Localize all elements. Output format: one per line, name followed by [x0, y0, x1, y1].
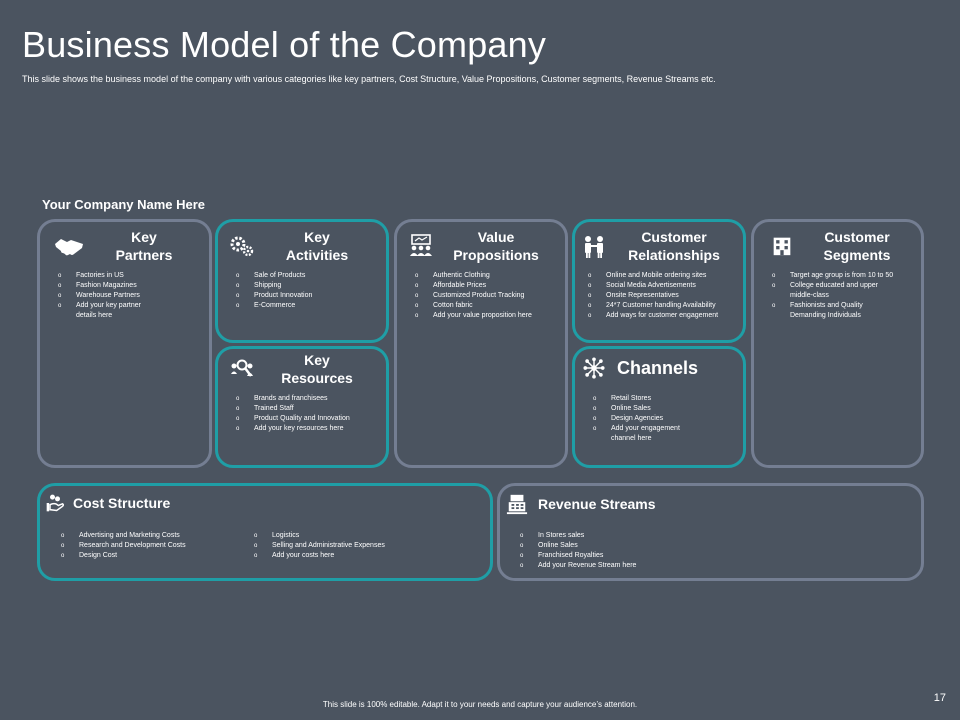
list-item: Affordable Prices [415, 281, 565, 291]
list-item: Franchised Royalties [520, 551, 720, 561]
people-search-icon [230, 357, 254, 381]
handshake-icon [54, 235, 84, 257]
list-item: Fashion Magazines [58, 281, 158, 291]
list-item: Fashionists and Quality Demanding Indivi… [772, 301, 894, 321]
list-item: Add your key partner details here [58, 301, 158, 321]
key-partners-list: Factories in US Fashion Magazines Wareho… [58, 271, 158, 321]
list-item: Logistics [254, 531, 454, 541]
list-item: Factories in US [58, 271, 158, 281]
revenue-streams-header: Revenue Streams [506, 493, 756, 515]
customer-segments-title-line1: Customer [824, 229, 890, 245]
revenue-streams-card [497, 483, 924, 581]
list-item: Cotton fabric [415, 301, 565, 311]
list-item: Product Quality and Innovation [236, 414, 381, 424]
value-propositions-title-line1: Value [477, 229, 515, 245]
list-item: Add your value proposition here [415, 311, 565, 321]
list-item: Online Sales [593, 404, 703, 414]
cost-structure-list-col2: Logistics Selling and Administrative Exp… [254, 531, 454, 561]
cash-register-icon [506, 493, 528, 515]
team-presentation-icon [409, 234, 433, 258]
list-item: Add your Revenue Stream here [520, 561, 720, 571]
channels-header: Channels [583, 357, 733, 379]
gears-icon [230, 234, 254, 258]
channels-title: Channels [617, 358, 699, 378]
cost-structure-title: Cost Structure [73, 495, 171, 511]
list-item: E-Commerce [236, 301, 376, 311]
list-item: Add your costs here [254, 551, 454, 561]
customer-relationships-title-line2: Relationships [628, 247, 720, 263]
key-partners-card [37, 219, 212, 468]
list-item: Add your engagement channel here [593, 424, 703, 444]
key-resources-title-line1: Key [304, 352, 330, 368]
customer-segments-list: Target age group is from 10 to 50 Colleg… [772, 271, 894, 321]
customer-relationships-title-line1: Customer [641, 229, 707, 245]
key-resources-header: Key Resources [230, 351, 380, 387]
list-item: Trained Staff [236, 404, 381, 414]
cost-structure-header: Cost Structure [45, 493, 295, 513]
list-item: Design Agencies [593, 414, 703, 424]
two-people-icon [582, 234, 606, 258]
list-item: Shipping [236, 281, 376, 291]
list-item: 24*7 Customer handling Availability [588, 301, 743, 311]
list-item: Sale of Products [236, 271, 376, 281]
key-activities-title-line2: Activities [285, 247, 349, 263]
list-item: Product Innovation [236, 291, 376, 301]
list-item: Target age group is from 10 to 50 [772, 271, 894, 281]
channels-list: Retail Stores Online Sales Design Agenci… [593, 394, 703, 444]
key-partners-title-line1: Key [131, 229, 157, 245]
value-propositions-header: Value Propositions [409, 228, 559, 264]
key-resources-list: Brands and franchisees Trained Staff Pro… [236, 394, 381, 434]
channels-card [572, 346, 746, 468]
hand-coins-icon [45, 493, 65, 513]
list-item: Add ways for customer engagement [588, 311, 743, 321]
slide-subtitle: This slide shows the business model of t… [22, 74, 716, 84]
footer-note: This slide is 100% editable. Adapt it to… [322, 700, 638, 709]
list-item: Selling and Administrative Expenses [254, 541, 454, 551]
key-partners-title-line2: Partners [115, 247, 173, 263]
value-propositions-card [394, 219, 568, 468]
customer-segments-header: Customer Segments [772, 228, 922, 264]
list-item: Brands and franchisees [236, 394, 381, 404]
list-item: Social Media Advertisements [588, 281, 743, 291]
cost-structure-card [37, 483, 493, 581]
customer-relationships-header: Customer Relationships [582, 228, 742, 264]
revenue-streams-title: Revenue Streams [538, 496, 656, 512]
slide-title: Business Model of the Company [22, 24, 547, 65]
key-activities-header: Key Activities [230, 228, 380, 264]
list-item: Onsite Representatives [588, 291, 743, 301]
list-item: Add your key resources here [236, 424, 381, 434]
customer-relationships-card [572, 219, 746, 343]
network-icon [583, 357, 605, 379]
building-icon [772, 236, 792, 256]
key-partners-header: Key Partners [54, 228, 204, 264]
key-activities-title-line1: Key [304, 229, 330, 245]
list-item: Online Sales [520, 541, 720, 551]
page-number: 17 [933, 692, 946, 704]
cost-structure-list-col1: Advertising and Marketing Costs Research… [61, 531, 241, 561]
key-activities-card [215, 219, 389, 343]
list-item: Retail Stores [593, 394, 703, 404]
customer-relationships-list: Online and Mobile ordering sites Social … [588, 271, 743, 321]
key-activities-list: Sale of Products Shipping Product Innova… [236, 271, 376, 311]
key-resources-title-line2: Resources [281, 370, 353, 386]
list-item: Advertising and Marketing Costs [61, 531, 241, 541]
list-item: Design Cost [61, 551, 241, 561]
list-item: Customized Product Tracking [415, 291, 565, 301]
key-resources-card [215, 346, 389, 468]
revenue-streams-list: In Stores sales Online Sales Franchised … [520, 531, 720, 571]
customer-segments-card [751, 219, 924, 468]
customer-segments-title-line2: Segments [823, 247, 891, 263]
list-item: Authentic Clothing [415, 271, 565, 281]
list-item: College educated and upper middle-class [772, 281, 894, 301]
list-item: Warehouse Partners [58, 291, 158, 301]
list-item: Research and Development Costs [61, 541, 241, 551]
list-item: In Stores sales [520, 531, 720, 541]
value-propositions-title-line2: Propositions [453, 247, 539, 263]
value-propositions-list: Authentic Clothing Affordable Prices Cus… [415, 271, 565, 321]
company-name: Your Company Name Here [42, 197, 206, 212]
list-item: Online and Mobile ordering sites [588, 271, 743, 281]
